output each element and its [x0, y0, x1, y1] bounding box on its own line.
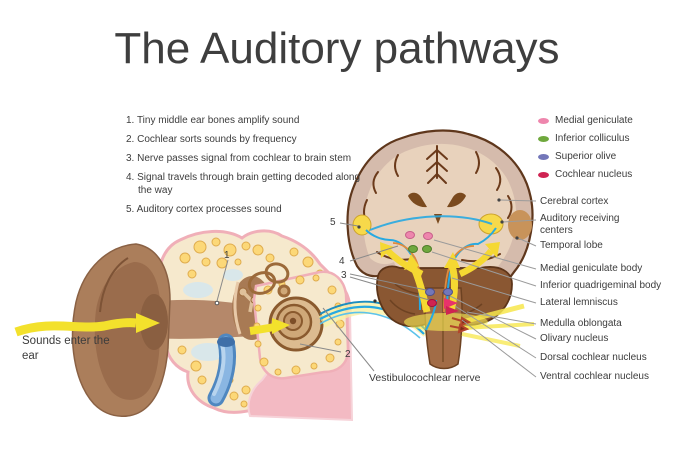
sound-wave-arrow: [14, 313, 160, 337]
legend-dot-inferior-colliculus: [538, 135, 549, 142]
medial-geniculate-dot-right: [423, 232, 433, 240]
inferior-colliculus-dot-left: [408, 245, 418, 253]
page-title: The Auditory pathways: [114, 24, 560, 73]
legend-dot-superior-olive: [538, 153, 549, 160]
middle-ear-arrow: [249, 318, 290, 335]
callout-1: 1: [224, 250, 230, 261]
legend-item-medial-geniculate: Medial geniculate: [538, 115, 633, 126]
callout-3: 3: [341, 270, 347, 281]
label-inferior-quadrigeminal-body: Inferior quadrigeminal body: [540, 280, 662, 291]
label-ventral-cochlear-nucleus: Ventral cochlear nucleus: [540, 371, 649, 382]
cochlea-bone-cells: [253, 274, 345, 376]
legend-label: Inferior colliculus: [555, 133, 630, 144]
legend-label: Superior olive: [555, 151, 617, 162]
callout-leader-lines: [214, 222, 430, 372]
bone-cartilage-patches: [183, 269, 243, 361]
legend-label: Cochlear nucleus: [555, 169, 633, 180]
brain-illustration: [346, 129, 535, 370]
relay-nuclei: [405, 231, 472, 334]
superior-olive-dot-left: [425, 288, 435, 296]
eustachian-tube: [207, 333, 237, 407]
legend-item-inferior-colliculus: Inferior colliculus: [538, 133, 633, 144]
step-item-3: 3. Nerve passes signal from cochlear to …: [126, 153, 352, 164]
brain-inner: [363, 143, 517, 282]
pathway-arrows: [380, 242, 500, 313]
medial-geniculate-dot-left: [405, 231, 415, 239]
label-dorsal-cochlear-nucleus: Dorsal cochlear nucleus: [540, 352, 647, 363]
step-item-2: 2. Cochlear sorts sounds by frequency: [126, 134, 297, 145]
legend-item-superior-olive: Superior olive: [538, 151, 633, 162]
insula-patch: [508, 210, 532, 240]
label-medial-geniculate-body: Medial geniculate body: [540, 263, 643, 274]
step-item-1: 1. Tiny middle ear bones amplify sound: [126, 115, 300, 126]
cochlear-nucleus-arrow: [444, 298, 458, 309]
cochlear-nucleus-dot: [427, 299, 437, 307]
label-lateral-lemniscus: Lateral lemniscus: [540, 297, 618, 308]
legend-dot-medial-geniculate: [538, 117, 549, 124]
sound-glow: [404, 303, 535, 348]
label-olivary-nucleus: Olivary nucleus: [540, 333, 609, 344]
label-cerebral-cortex: Cerebral cortex: [540, 196, 609, 207]
caption-sounds-enter-ear: Sounds enter the ear: [22, 335, 110, 362]
ear-illustration: [14, 229, 354, 422]
caption-vestibulocochlear-nerve: Vestibulocochlear nerve: [369, 372, 481, 384]
callout-4: 4: [339, 256, 345, 267]
label-auditory-receiving-centers: Auditory receiving centers: [540, 213, 620, 236]
step-item-5: 5. Auditory cortex processes sound: [126, 204, 282, 215]
eardrum: [233, 281, 242, 335]
label-medulla-oblongata: Medulla oblongata: [540, 318, 622, 329]
semicircular-canals: [247, 262, 291, 298]
legend: Medial geniculate Inferior colliculus Su…: [538, 115, 633, 180]
decussation-arrows: [449, 316, 472, 334]
cochlear-nucleus-arrow-2: [446, 306, 459, 315]
label-leader-lines: [431, 198, 537, 378]
label-temporal-lobe: Temporal lobe: [540, 240, 603, 251]
step-list: 1. Tiny middle ear bones amplify sound 2…: [126, 114, 368, 216]
inferior-colliculus-dot-right: [422, 245, 432, 253]
legend-item-cochlear-nucleus: Cochlear nucleus: [538, 169, 633, 180]
legend-label: Medial geniculate: [555, 115, 633, 126]
legend-dot-cochlear-nucleus: [538, 171, 549, 178]
callout-2: 2: [345, 349, 351, 360]
callout-5: 5: [330, 217, 336, 228]
step-item-4: 4. Signal travels through brain getting …: [126, 172, 361, 196]
ear-canal: [148, 299, 254, 339]
superior-olive-dot-right: [443, 288, 453, 296]
